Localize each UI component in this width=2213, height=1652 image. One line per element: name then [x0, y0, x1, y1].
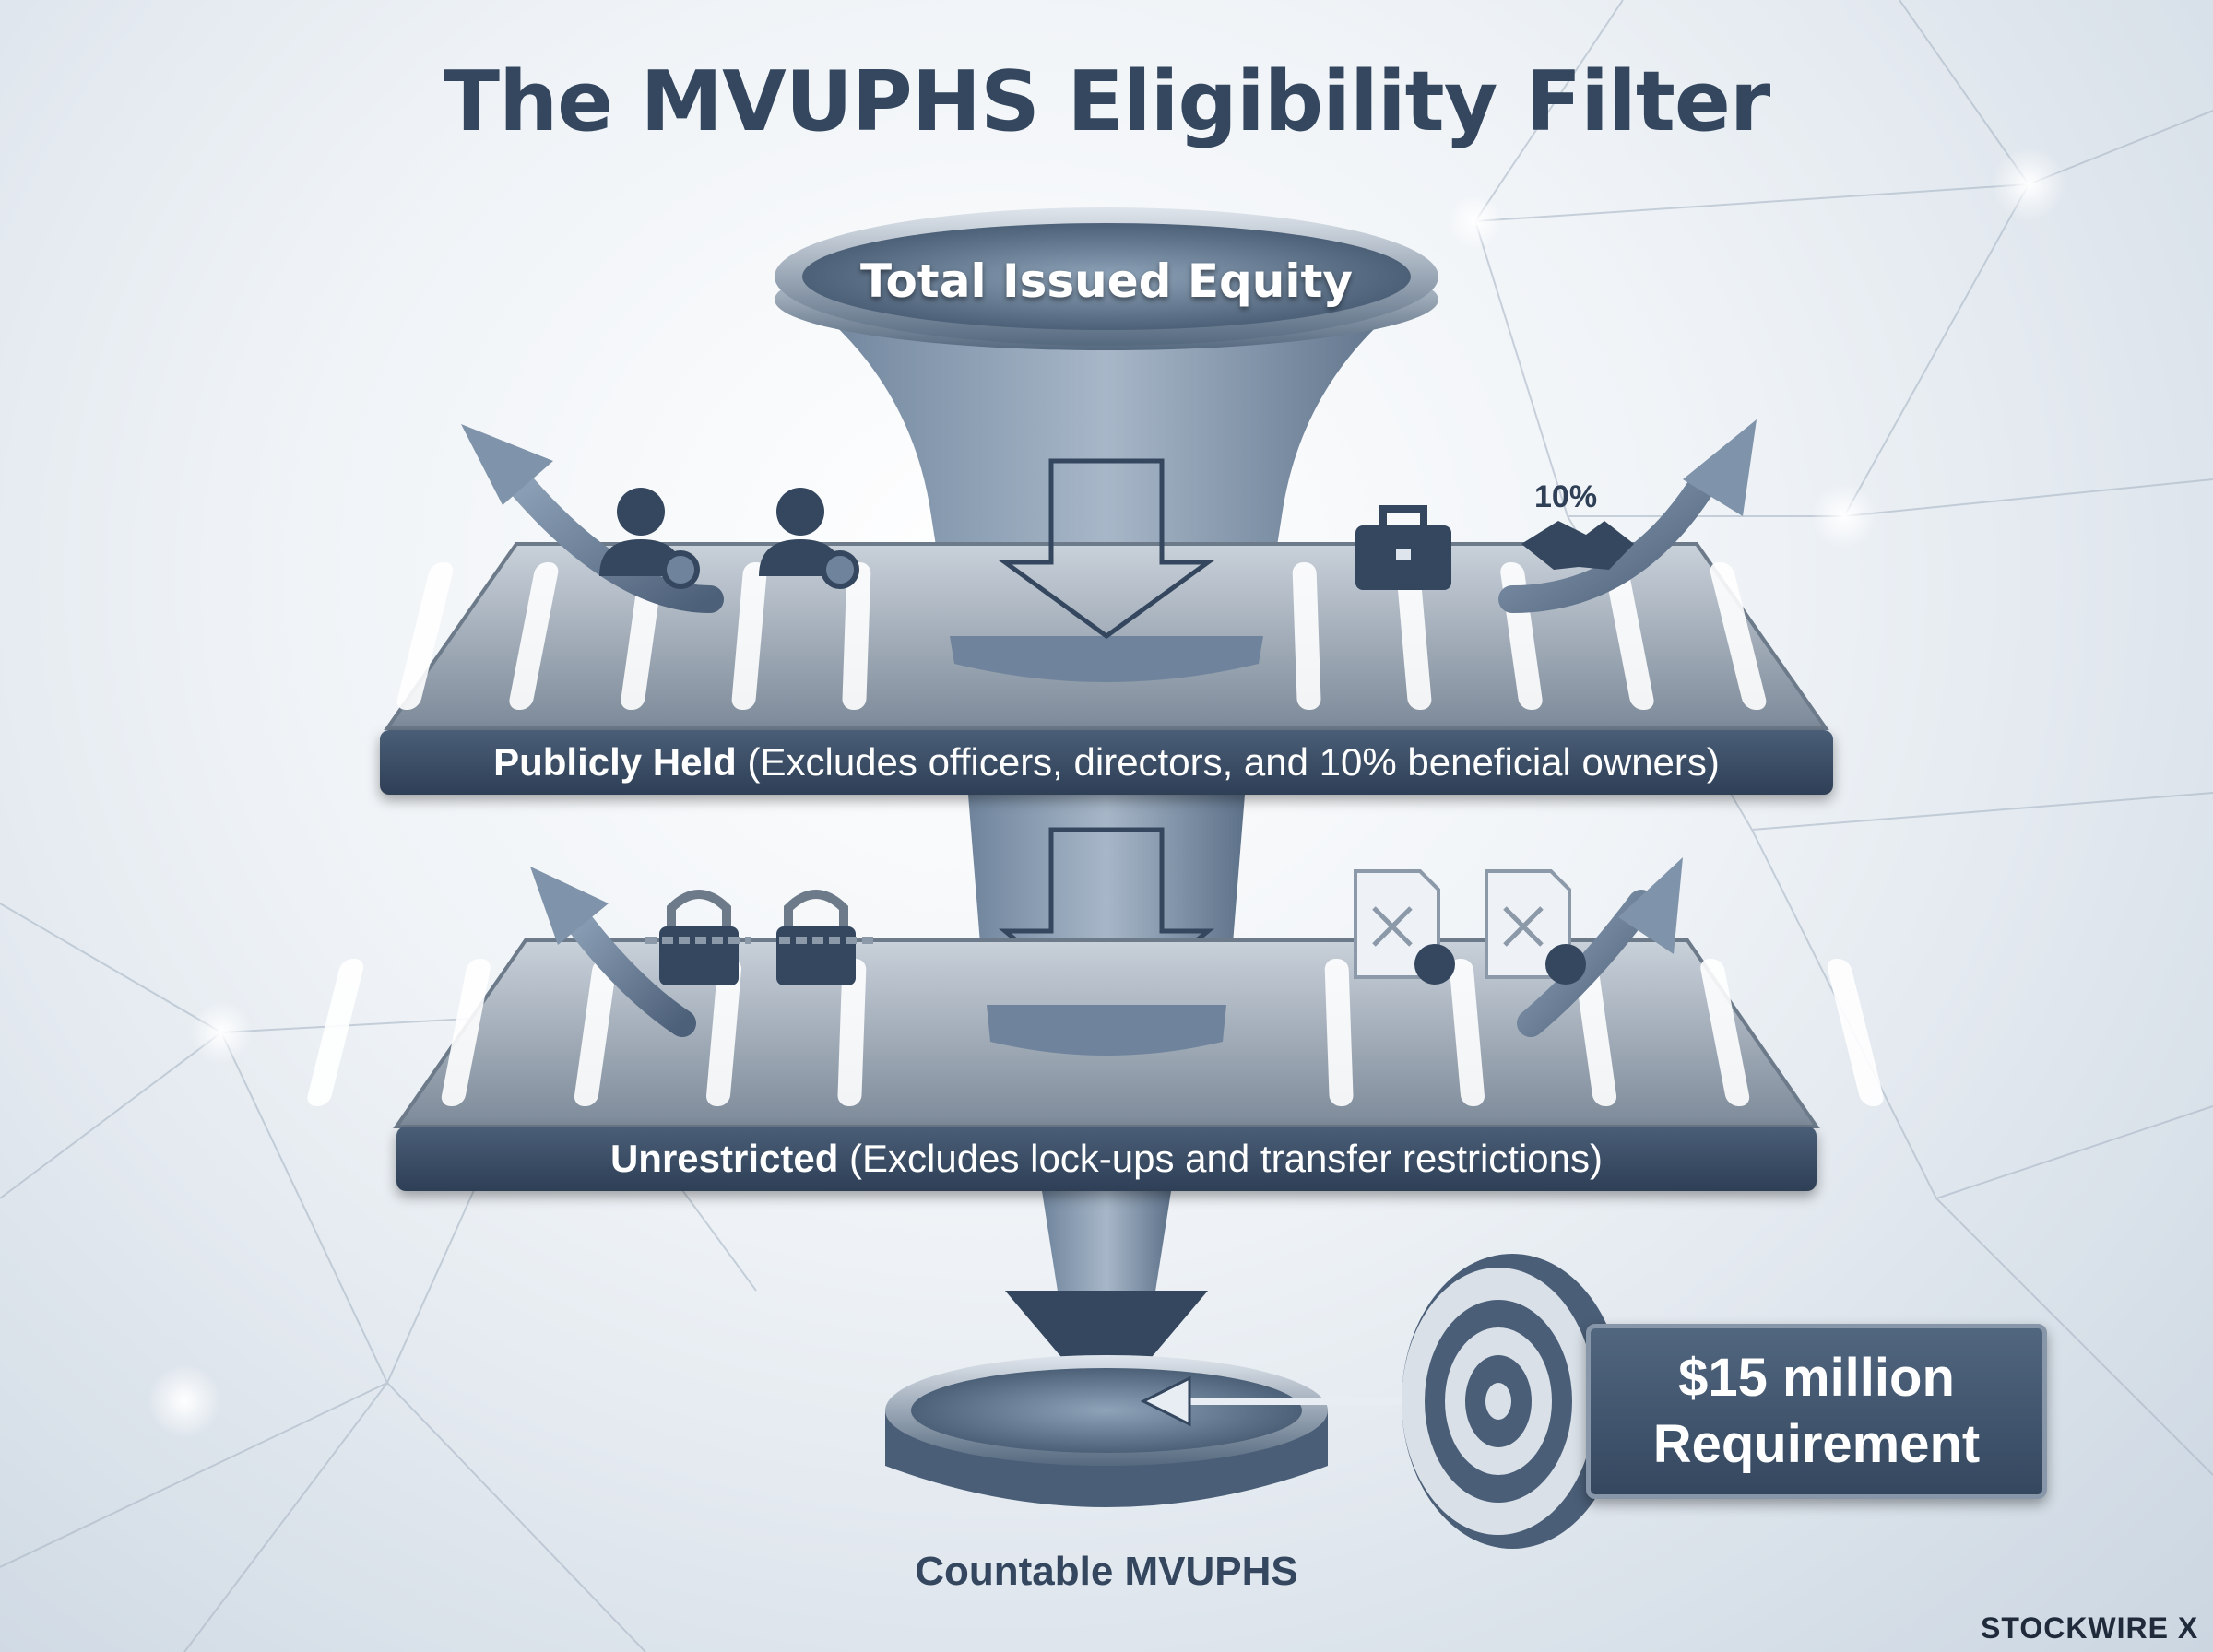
exit-arrow-owners-head: [1683, 419, 1757, 516]
glow-point: [1811, 483, 1877, 549]
person-gear-icon: [599, 488, 700, 589]
chained-lock-icon: [776, 890, 876, 985]
exit-arrow-restrictions-head: [1618, 857, 1683, 954]
down-arrow-1: [998, 458, 1215, 640]
grate-slots-2: [307, 959, 1884, 1106]
requirement-label: Requirement: [1652, 1414, 1981, 1474]
target-arrow-head: [1140, 1375, 1191, 1427]
down-arrow-3: [1005, 1291, 1208, 1410]
glow-point: [190, 1001, 253, 1064]
exit-arrow-lockups: [558, 899, 696, 1037]
glow-point: [1992, 148, 2065, 221]
glow-point: [1448, 194, 1503, 249]
result-label: Countable MVUPHS: [915, 1549, 1298, 1594]
requirement-box: $15 million Requirement: [1586, 1324, 2047, 1499]
requirement-amount: $15 million: [1678, 1348, 1955, 1408]
top-pool-label: Total Issued Equity: [859, 254, 1353, 308]
brand-logo: STOCKWIRE X: [1981, 1611, 2199, 1645]
filter-2-name: Unrestricted: [609, 1137, 839, 1180]
page-title: The MVUPHS Eligibility Filter: [443, 53, 1771, 150]
chained-lock-icon: [645, 890, 751, 985]
glow-point: [148, 1364, 221, 1438]
lower-funnel: [1042, 1191, 1171, 1309]
ownership-threshold-label: 10%: [1534, 479, 1598, 514]
person-gear-icon: [759, 488, 859, 589]
briefcase-icon: [1355, 505, 1451, 590]
funnel-1-base: [950, 636, 1263, 682]
filter-2-detail: (Excludes lock-ups and transfer restrict…: [838, 1137, 1604, 1180]
filter-1-detail: (Excludes officers, directors, and 10% b…: [736, 740, 1720, 784]
filter-1-band: Publicly Held (Excludes officers, direct…: [380, 730, 1833, 795]
exit-arrow-lockups-head: [530, 867, 609, 945]
handshake-icon: [1521, 521, 1634, 570]
filter-1-name: Publicly Held: [493, 740, 737, 784]
funnel-2-base: [987, 1005, 1226, 1056]
rejected-document-icon: [1485, 869, 1586, 985]
bottom-pool-water: [911, 1368, 1302, 1453]
top-pool-water: [802, 223, 1411, 330]
filter-2-band: Unrestricted (Excludes lock-ups and tran…: [396, 1127, 1817, 1191]
exit-arrow-owners: [1498, 466, 1720, 613]
rejected-document-icon: [1354, 869, 1455, 985]
exit-arrow-officers-head: [461, 424, 553, 505]
target-icon: [1402, 1254, 1623, 1549]
